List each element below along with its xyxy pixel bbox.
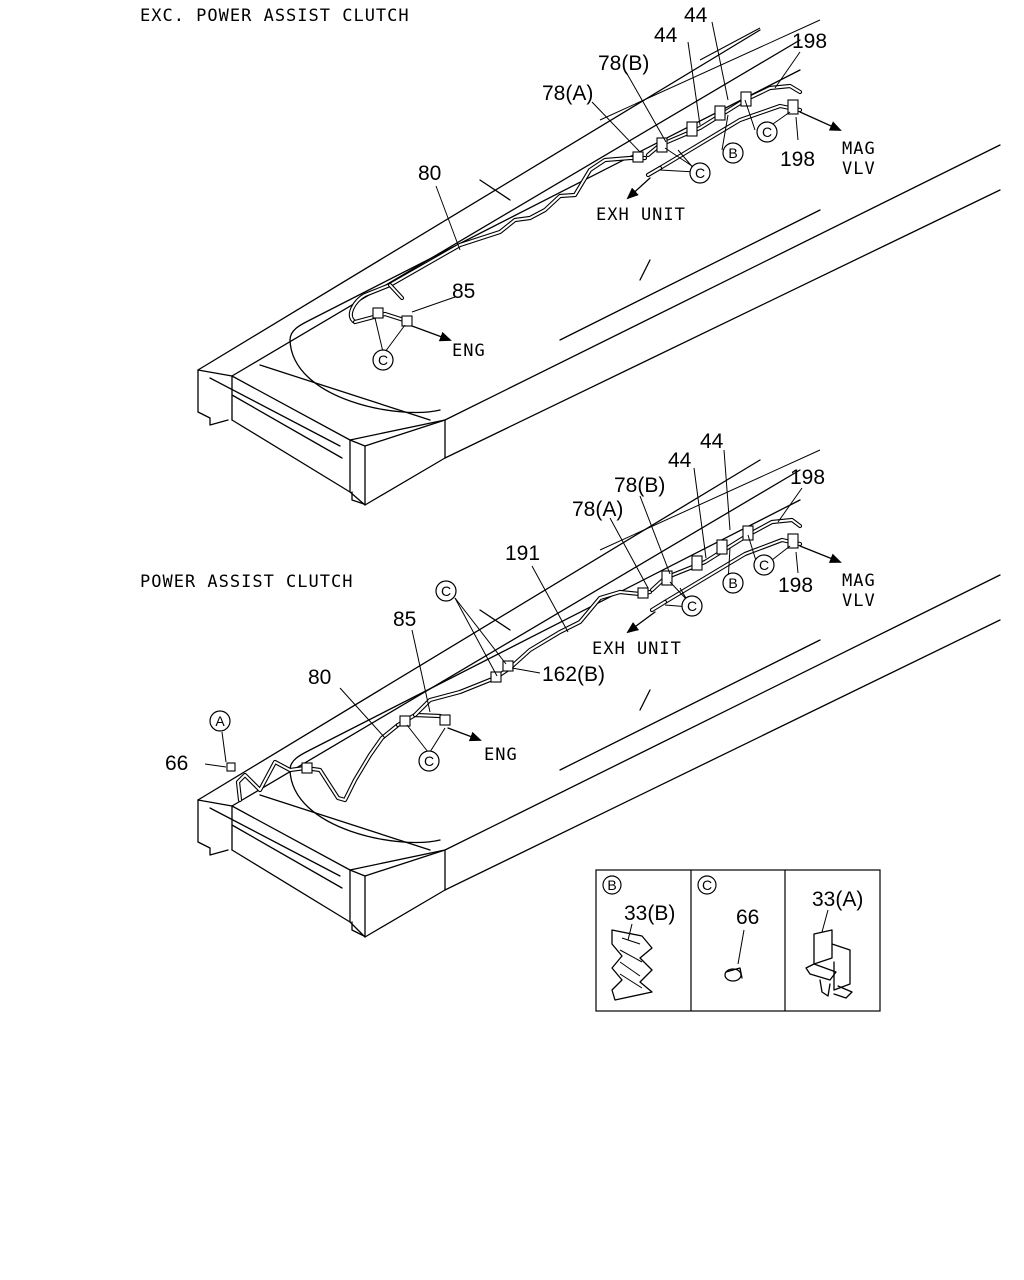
bottom-arrow-eng: [447, 727, 482, 742]
bottom-dest-vlv: VLV: [842, 591, 876, 611]
bottom-title: POWER ASSIST CLUTCH: [140, 572, 353, 592]
top-clamp-44c: [740, 91, 752, 107]
detail-legend: B 33(B) C 66 33(A): [595, 869, 881, 1012]
top-dest-mag: MAG: [842, 139, 876, 159]
bottom-arrow-mag: [799, 545, 842, 563]
bottom-section: POWER ASSIST CLUTCH: [140, 430, 1001, 938]
top-arrow-eng: [411, 325, 452, 342]
top-arrow-mag: [799, 111, 842, 131]
bottom-dest-exh: EXH UNIT: [592, 639, 682, 659]
bottom-callout-c-mag: C: [753, 554, 775, 576]
top-dest-eng: ENG: [452, 341, 486, 361]
svg-text:A: A: [215, 713, 225, 729]
bottom-label-191: 191: [505, 542, 540, 565]
top-clamp-44a: [686, 121, 698, 137]
bottom-frame-rail: [197, 449, 1001, 938]
top-arrow-exh: [626, 177, 651, 200]
top-dest-exh: EXH UNIT: [596, 205, 686, 225]
bottom-clip-66: [204, 762, 236, 772]
top-label-44-lower: 44: [654, 24, 678, 47]
bottom-label-80: 80: [308, 666, 331, 689]
svg-text:C: C: [762, 124, 772, 140]
bottom-clamp-162b-1: [490, 671, 502, 683]
bottom-callout-c-exh: C: [681, 595, 703, 617]
bottom-clamp-80: [301, 762, 313, 774]
top-label-198-upper: 198: [792, 30, 827, 53]
bottom-callout-c-162b: C: [435, 580, 457, 602]
top-callout-b: B: [722, 142, 744, 164]
bottom-clamp-162b-2: [502, 660, 514, 672]
legend-part-33a: 33(A): [812, 888, 863, 911]
bottom-label-44-upper: 44: [700, 430, 724, 453]
bottom-clamp-78b: [661, 570, 673, 586]
legend-part-66: 66: [736, 906, 759, 929]
bottom-label-78b: 78(B): [614, 474, 665, 497]
top-label-80: 80: [418, 162, 441, 185]
svg-text:B: B: [728, 575, 737, 591]
bottom-pipe-80: [235, 722, 401, 803]
bottom-clamp-eng-2: [439, 714, 451, 726]
top-clamp-44b: [714, 105, 726, 121]
bottom-clamp-exh: [637, 587, 649, 599]
top-label-78a: 78(A): [542, 82, 593, 105]
bottom-dest-eng: ENG: [484, 745, 518, 765]
top-pipe-80: [348, 151, 648, 327]
top-label-44-upper: 44: [684, 4, 708, 27]
legend-cell-c: C 66: [697, 875, 759, 982]
svg-text:C: C: [424, 753, 434, 769]
top-clamp-exh: [632, 151, 644, 163]
top-clamp-eng-2: [401, 315, 413, 327]
bottom-clamp-44b: [716, 539, 728, 555]
top-leaders: [374, 21, 801, 353]
top-callout-c-mag: C: [756, 121, 778, 143]
legend-cell-b: B 33(B): [602, 875, 675, 1001]
top-section: EXC. POWER ASSIST CLUTCH: [140, 4, 1001, 506]
bottom-leaders: [221, 449, 803, 763]
svg-text:C: C: [378, 352, 388, 368]
bottom-arrow-exh: [626, 611, 656, 634]
svg-text:B: B: [607, 877, 616, 893]
bottom-callout-b: B: [722, 572, 744, 594]
top-pipe-44-198: [645, 83, 803, 178]
top-callout-c-exh: C: [689, 162, 711, 184]
top-label-78b: 78(B): [598, 52, 649, 75]
bottom-clamp-44c: [742, 525, 754, 541]
clip-33a-icon: [805, 929, 853, 999]
bottom-callout-a: A: [209, 710, 231, 732]
bottom-label-198-lower: 198: [778, 574, 813, 597]
bottom-label-78a: 78(A): [572, 498, 623, 521]
top-title: EXC. POWER ASSIST CLUTCH: [140, 6, 410, 26]
bottom-pipe-85-191: [395, 587, 653, 728]
bottom-label-44-lower: 44: [668, 449, 692, 472]
top-dest-vlv: VLV: [842, 159, 876, 179]
svg-text:C: C: [759, 557, 769, 573]
bottom-label-66: 66: [165, 752, 188, 775]
top-clamp-78b: [656, 137, 668, 153]
top-clamp-198: [787, 99, 799, 115]
legend-cell-33a: 33(A): [805, 888, 863, 999]
bottom-label-85: 85: [393, 608, 416, 631]
legend-part-33b: 33(B): [624, 902, 675, 925]
top-callout-c-eng: C: [372, 349, 394, 371]
svg-text:C: C: [441, 583, 451, 599]
top-frame-rail: [197, 19, 1001, 506]
bottom-label-162b: 162(B): [542, 663, 605, 686]
svg-text:B: B: [728, 145, 737, 161]
svg-text:C: C: [687, 598, 697, 614]
bottom-dest-mag: MAG: [842, 571, 876, 591]
clip-33b-icon: [611, 929, 653, 1001]
svg-text:C: C: [702, 877, 712, 893]
top-clamp-eng-1: [372, 307, 384, 319]
clip-66-icon: [724, 967, 743, 982]
bottom-clamp-eng-1: [399, 715, 411, 727]
bottom-callout-c-eng: C: [418, 750, 440, 772]
bottom-clamp-44a: [691, 555, 703, 571]
bottom-clamp-198: [787, 533, 799, 549]
bottom-label-198-upper: 198: [790, 466, 825, 489]
top-label-85: 85: [452, 280, 475, 303]
top-label-198-lower: 198: [780, 148, 815, 171]
svg-text:C: C: [695, 165, 705, 181]
